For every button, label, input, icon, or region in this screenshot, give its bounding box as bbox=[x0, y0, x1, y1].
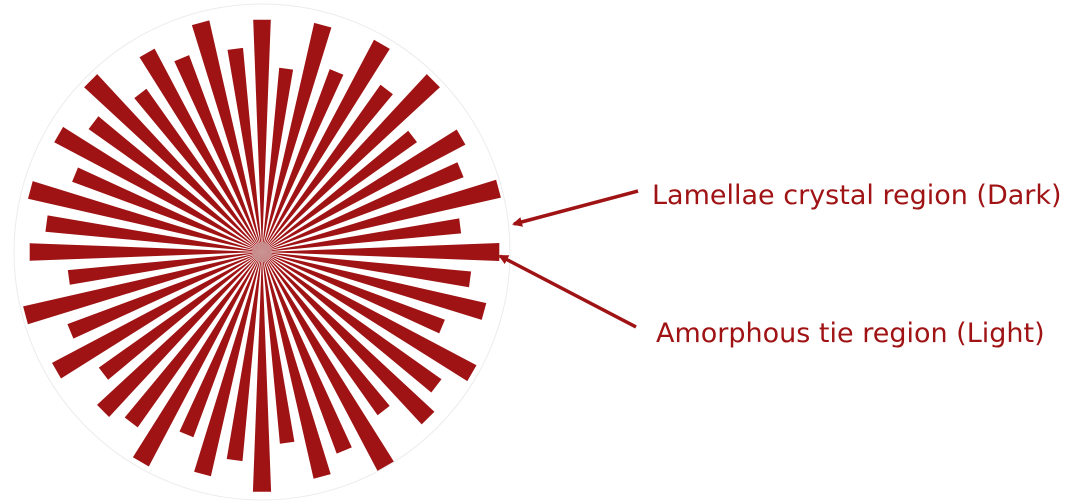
crystal-lamella bbox=[253, 20, 271, 252]
spherulite-nucleus bbox=[252, 242, 272, 262]
amorphous-region-arrow bbox=[500, 256, 636, 327]
crystal-region-arrow bbox=[514, 191, 638, 224]
crystal-lamella bbox=[30, 243, 262, 261]
crystal-lamella bbox=[262, 243, 499, 261]
amorphous-region-label: Amorphous tie region (Light) bbox=[656, 318, 1045, 349]
crystal-lamella bbox=[253, 252, 271, 492]
crystal-region-label: Lamellae crystal region (Dark) bbox=[652, 180, 1062, 211]
